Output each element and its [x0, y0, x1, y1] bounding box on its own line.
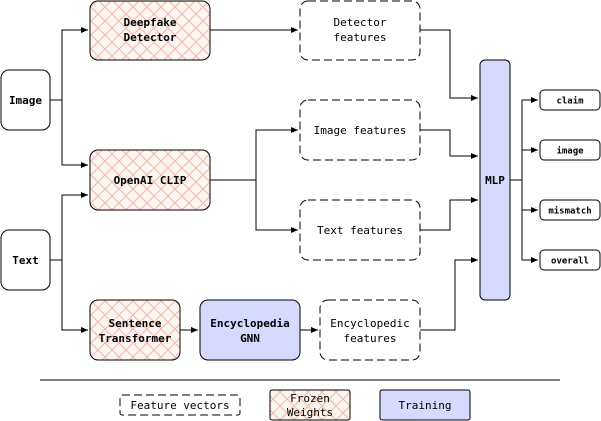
node-encyclopedic-features: Encyclopedic features: [319, 299, 421, 361]
gnn-label-line2: GNN: [240, 332, 260, 345]
legend-feature-vectors: Feature vectors: [119, 394, 241, 416]
legend-frozen-weights: Frozen Weights: [269, 389, 351, 421]
node-text-features: Text features: [299, 199, 421, 261]
edge-image-deepfake: [50, 27, 88, 101]
edge-mlp-claim: [510, 97, 538, 181]
node-detector-features: Detector features: [299, 0, 421, 61]
output-claim-label: claim: [556, 96, 584, 107]
node-mlp: MLP: [479, 59, 511, 301]
edge-txtfeat-mlp: [420, 197, 478, 231]
legend-frozen-line1: Frozen: [290, 392, 330, 405]
output-mismatch-label: mismatch: [548, 206, 591, 217]
node-deepfake-detector: Deepfake Detector: [89, 0, 211, 61]
output-image: image: [539, 139, 601, 161]
edge-clip-imgfeat: [210, 127, 298, 181]
legend-training: Training: [379, 389, 471, 421]
legend: Feature vectors Frozen Weights Training: [119, 389, 471, 421]
node-sentence-transformer: Sentence Transformer: [89, 299, 181, 361]
edge-text-clip: [50, 192, 88, 261]
legend-frozen-line2: Weights: [287, 406, 333, 419]
edge-image-clip: [61, 100, 88, 168]
node-text: Text: [0, 229, 51, 291]
output-claim: claim: [539, 89, 601, 111]
output-overall: overall: [539, 249, 601, 271]
node-encyclopedia-gnn: Encyclopedia GNN: [199, 299, 301, 361]
encfeat-label-line1: Encyclopedic: [330, 317, 409, 330]
legend-feature-vectors-label: Feature vectors: [130, 399, 229, 412]
sentence-label-line2: Transformer: [99, 332, 172, 345]
deepfake-label-line2: Detector: [124, 31, 177, 44]
node-image-features: Image features: [299, 99, 421, 161]
sentence-label-line1: Sentence: [109, 317, 162, 330]
edge-detfeat-mlp: [420, 29, 478, 101]
edge-clip-txtfeat: [255, 180, 298, 233]
detfeat-label-line2: features: [334, 31, 387, 44]
deepfake-label-line1: Deepfake: [124, 16, 177, 29]
node-image-label: Image: [9, 94, 42, 107]
legend-training-label: Training: [399, 399, 452, 412]
output-mismatch: mismatch: [539, 199, 601, 221]
txtfeat-label: Text features: [317, 224, 403, 237]
imgfeat-label: Image features: [314, 124, 407, 137]
edge-text-sentence: [61, 260, 88, 333]
edge-mlp-trunk: [521, 150, 538, 261]
output-image-label: image: [556, 146, 584, 157]
edge-encfeat-mlp: [420, 257, 478, 331]
output-overall-label: overall: [551, 257, 589, 267]
edge-imgfeat-mlp: [420, 129, 478, 159]
encfeat-label-line2: features: [344, 332, 397, 345]
mlp-label: MLP: [485, 174, 505, 187]
node-openai-clip: OpenAI CLIP: [89, 149, 211, 211]
node-text-label: Text: [12, 254, 39, 267]
node-image: Image: [0, 69, 51, 131]
gnn-label-line1: Encyclopedia: [210, 317, 289, 330]
clip-label: OpenAI CLIP: [114, 174, 187, 187]
edges: [50, 27, 538, 333]
detfeat-label-line1: Detector: [334, 16, 387, 29]
